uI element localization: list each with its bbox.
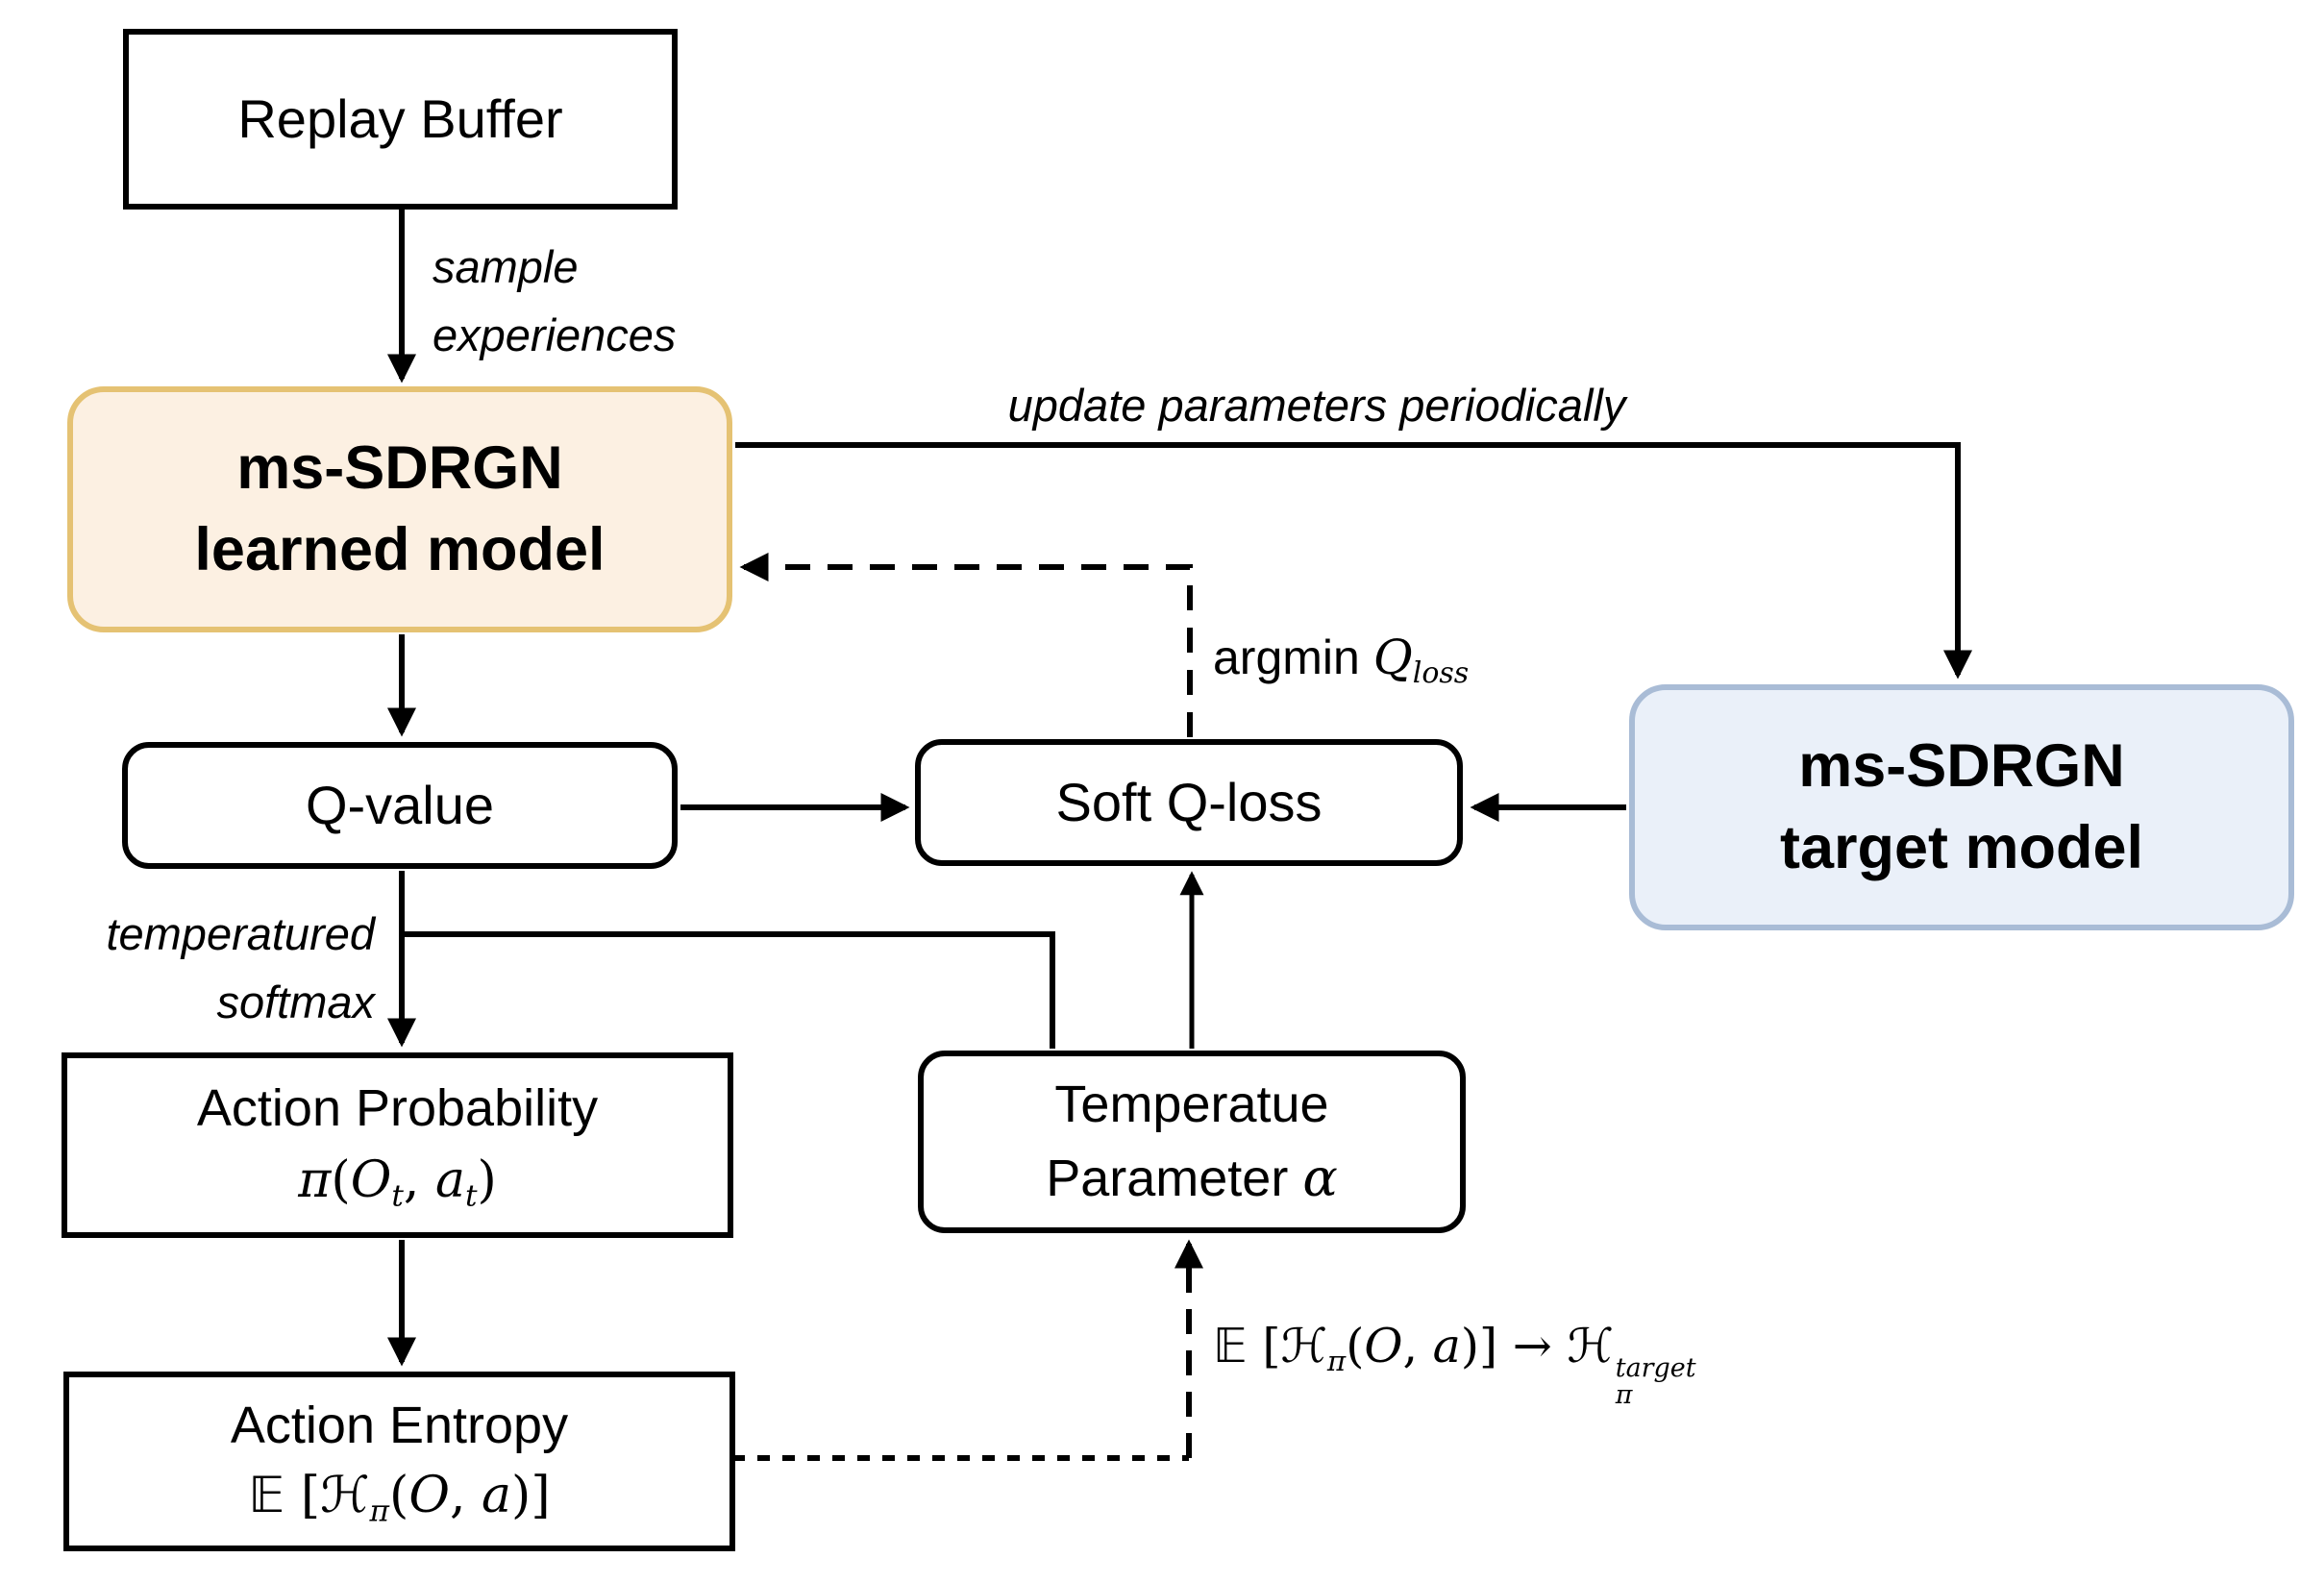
edge-learned-to-target [735, 442, 1972, 680]
replay-buffer-label: Replay Buffer [237, 87, 563, 149]
node-soft-q-loss: Soft Q-loss [915, 739, 1463, 866]
temperature-line2: Parameter α [1046, 1147, 1338, 1208]
action-probability-math: π(Ot, at) [298, 1150, 497, 1213]
node-action-probability: Action Probability π(Ot, at) [62, 1052, 733, 1238]
target-model-line1: ms-SDRGN [1798, 731, 2125, 800]
node-action-entropy: Action Entropy 𝔼 [ℋπ(O, a)] [63, 1372, 735, 1551]
action-entropy-label: Action Entropy [230, 1397, 569, 1455]
node-target-model: ms-SDRGN target model [1629, 684, 2294, 930]
label-temperatured-softmax: temperatured softmax [106, 908, 375, 1028]
learned-model-line2: learned model [194, 516, 606, 583]
node-replay-buffer: Replay Buffer [123, 29, 678, 210]
target-model-line2: target model [1779, 814, 2144, 881]
node-q-value: Q-value [122, 742, 678, 869]
temperature-line1: Temperatue [1054, 1075, 1329, 1133]
q-value-label: Q-value [305, 774, 495, 835]
label-update-parameters: update parameters periodically [1007, 380, 1626, 431]
learned-model-line1: ms-SDRGN [236, 433, 563, 502]
label-sample-experiences: sample experiences [433, 241, 677, 361]
action-entropy-math: 𝔼 [ℋπ(O, a)] [248, 1466, 551, 1528]
edge-qvalue-branch-to-temperature [402, 931, 1055, 1049]
soft-q-loss-label: Soft Q-loss [1055, 771, 1323, 832]
node-temperature-parameter: Temperatue Parameter α [918, 1051, 1466, 1233]
node-learned-model: ms-SDRGN learned model [67, 386, 732, 632]
action-probability-label: Action Probability [196, 1079, 599, 1138]
label-argmin-qloss: argmin Qloss [1213, 630, 1470, 690]
edge-softqloss-to-learned-dashed [739, 553, 1193, 737]
